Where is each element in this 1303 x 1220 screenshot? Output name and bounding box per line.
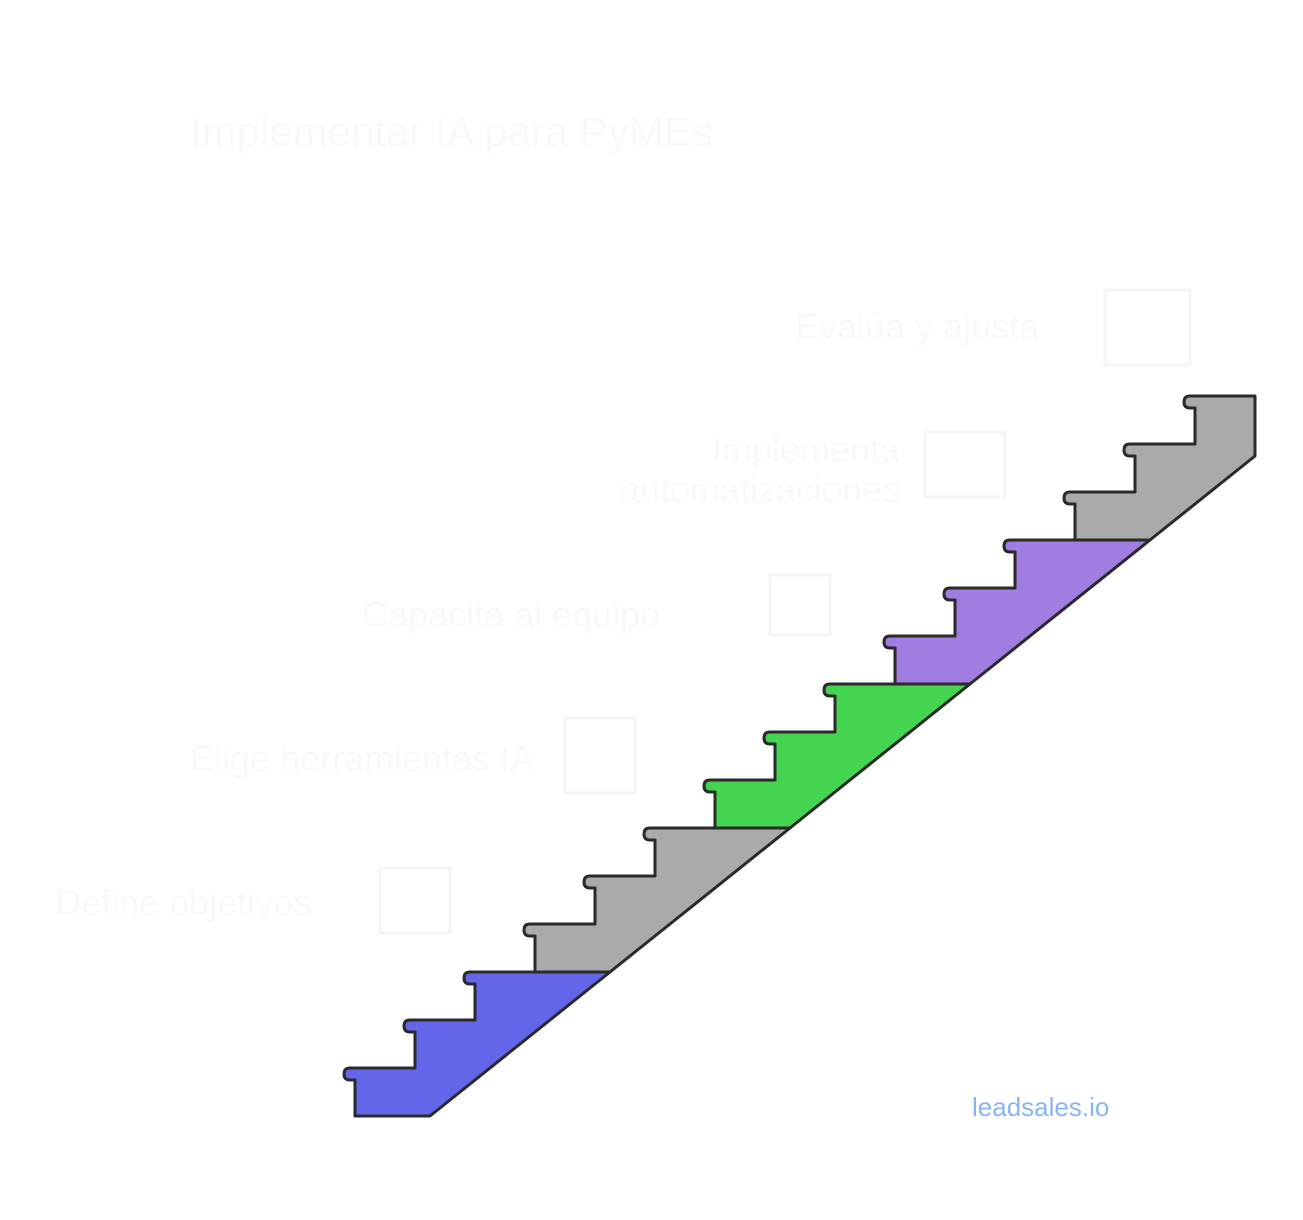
- step-label-5: Evalúa y ajusta: [795, 306, 1040, 347]
- watermark: leadsales.io: [972, 1092, 1110, 1122]
- stair-segment-2: [522, 826, 792, 974]
- stair-segment-3: [702, 682, 972, 830]
- tools-icon: [563, 716, 637, 795]
- stair-segment-1: [342, 970, 612, 1118]
- stair-segment-5: [1062, 394, 1257, 542]
- diagram-title: Implementar IA para PyMEs: [190, 108, 713, 155]
- team-icon: [768, 573, 832, 637]
- step-label-3: Capacita al equipo: [362, 594, 661, 635]
- stair-segment-4: [882, 538, 1152, 686]
- gear-icon: [923, 430, 1007, 499]
- chart-icon: [1103, 288, 1192, 367]
- step-label-4: Implementa automatizaciones: [619, 429, 900, 510]
- target-icon: [378, 866, 452, 935]
- step-label-1: Define objetivos: [55, 882, 312, 923]
- step-label-2: Elige herramientas IA: [190, 738, 535, 779]
